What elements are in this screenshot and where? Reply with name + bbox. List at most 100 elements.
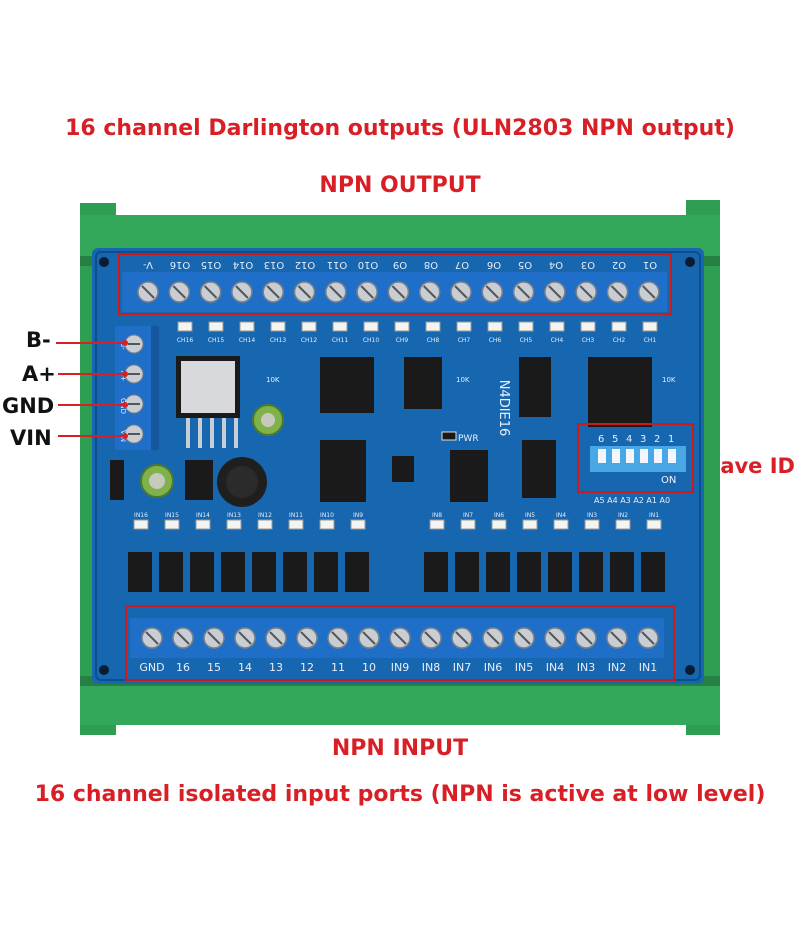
output-led [642,321,658,332]
out-led-label: CH9 [396,337,409,344]
input-led [133,519,149,530]
optocoupler [486,552,510,592]
in-led-label: IN5 [525,512,535,519]
output-led [177,321,193,332]
in-led-label: IN14 [196,512,210,519]
ic-chips [320,357,652,502]
out-led-label: CH12 [301,337,318,344]
in-led-label: IN6 [494,512,504,519]
in-label: IN6 [484,661,502,674]
optocoupler [424,552,448,592]
out-label: O5 [518,259,532,270]
in-label: 15 [207,661,221,674]
input-led [615,519,631,530]
output-led [239,321,255,332]
voltage-regulator [176,356,240,448]
out-led-label: CH8 [427,337,440,344]
in-label: IN1 [639,661,657,674]
input-led [226,519,242,530]
screw-slot [486,631,500,645]
in-label: IN7 [453,661,471,674]
capacitors [110,404,284,507]
screw-slot [269,631,283,645]
in-led-label: IN1 [649,512,659,519]
label-gnd: GND [2,394,55,418]
power-pointer-lines [56,340,128,439]
output-led [332,321,348,332]
input-terminal-labels: GND 16 15 14 13 12 11 10 IN9 IN8 IN7 IN6… [139,661,657,674]
dip-switch [590,446,686,472]
output-led [487,321,503,332]
dip-number-labels: 6 5 4 3 2 1 [598,434,674,445]
dip-number: 5 [612,434,618,445]
output-led-labels: CH16 CH15 CH14 CH13 CH12 CH11 CH10 CH9 C… [177,337,657,344]
in-label: 14 [238,661,252,674]
pwr-label: PWR [458,434,479,444]
in-led-label: IN12 [258,512,272,519]
out-label: O10 [358,259,379,270]
out-led-label: CH14 [239,337,256,344]
in-led-label: IN16 [134,512,148,519]
input-led [584,519,600,530]
in-label: 10 [362,661,376,674]
in-label: IN8 [422,661,440,674]
in-led-label: IN9 [353,512,363,519]
input-led [257,519,273,530]
screw-slot [207,631,221,645]
in-led-label: IN3 [587,512,597,519]
screw-slot [393,631,407,645]
out-led-label: CH6 [489,337,502,344]
screw-slot [331,631,345,645]
optocoupler [517,552,541,592]
out-led-label: CH13 [270,337,287,344]
out-label: O14 [233,259,254,270]
screw-slot [641,631,655,645]
in-label: IN3 [577,661,595,674]
in-led-label: IN4 [556,512,566,519]
out-led-label: CH3 [582,337,595,344]
screw-slot [176,631,190,645]
in-label: 13 [269,661,283,674]
dip-number: 3 [640,434,646,445]
screw-slot [141,285,155,299]
optocoupler [610,552,634,592]
output-led [580,321,596,332]
input-led-labels: IN16 IN15 IN14 IN13 IN12 IN11 IN10 IN9 I… [134,512,659,519]
dip-on-label: ON [661,475,676,486]
input-led [288,519,304,530]
out-led-label: CH10 [363,337,380,344]
screw-slot [238,631,252,645]
in-led-label: IN2 [618,512,628,519]
screw-slot [454,285,468,299]
in-label: GND [139,661,164,674]
input-led [491,519,507,530]
out-led-label: CH16 [177,337,194,344]
out-led-label: CH4 [551,337,564,344]
label-b-minus: B- [26,328,51,352]
out-led-label: CH1 [644,337,657,344]
out-label: O9 [393,259,407,270]
out-label: O8 [424,259,438,270]
optocoupler [190,552,214,592]
in-label: 11 [331,661,345,674]
input-terminal-block [130,618,664,658]
output-led [425,321,441,332]
output-led [549,321,565,332]
output-led [611,321,627,332]
dip-number: 1 [668,434,674,445]
optocoupler [548,552,572,592]
screw-slot [422,285,437,299]
screw-slot [360,285,374,299]
screw-slot [517,631,531,645]
out-led-label: CH11 [332,337,349,344]
screw-slot [203,285,218,299]
in-label: 16 [176,661,190,674]
out-led-label: CH2 [613,337,626,344]
in-led-label: IN13 [227,512,241,519]
screw-slot [424,631,438,645]
output-led [394,321,410,332]
caption-npn-output: NPN OUTPUT [319,173,481,198]
input-led [319,519,335,530]
out-label: O15 [201,259,222,270]
